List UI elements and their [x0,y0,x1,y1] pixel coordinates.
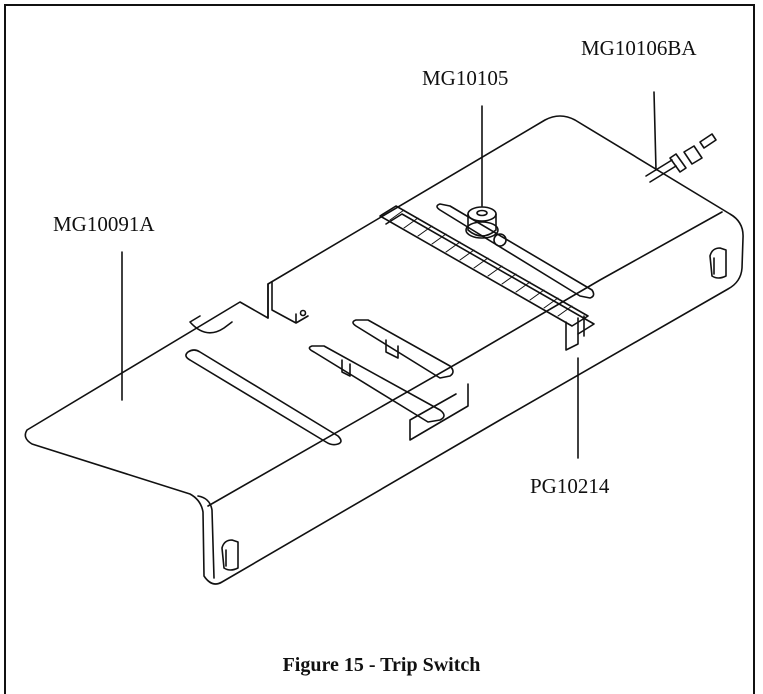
callout-trip-knob: MG10105 [422,66,509,90]
bracket-cutout [409,383,469,441]
callout-base-plate: MG10091A [53,212,155,236]
figure-frame [4,4,755,694]
bracket-clip [341,339,399,377]
cable-connector [669,133,717,173]
cable-line [645,159,677,183]
plate-notch [189,315,233,334]
scale-ticks [389,209,573,317]
leader-cable [653,91,657,171]
front-flange-edge [197,495,215,579]
scale-strip [379,205,589,327]
bracket-slot-lower [308,345,445,423]
knob-top [467,206,497,222]
knob-pin [493,233,507,247]
plate-fold-edge [207,211,723,507]
callout-sensor-cable: MG10106BA [581,36,697,60]
scale-clip [565,315,585,351]
knob-hole [476,209,488,217]
figure-caption: Figure 15 - Trip Switch [282,654,481,676]
knob-slot [436,203,595,299]
knob-base [465,221,499,239]
handle-right [709,247,727,279]
base-slot [185,349,342,446]
raised-step [267,281,309,324]
bracket-slot-upper [352,319,454,379]
handle-left [221,539,239,571]
callout-guide-bracket: PG10214 [530,474,610,498]
knob-body [467,213,497,237]
step-hole [299,309,307,317]
base-plate-outline [24,115,744,585]
